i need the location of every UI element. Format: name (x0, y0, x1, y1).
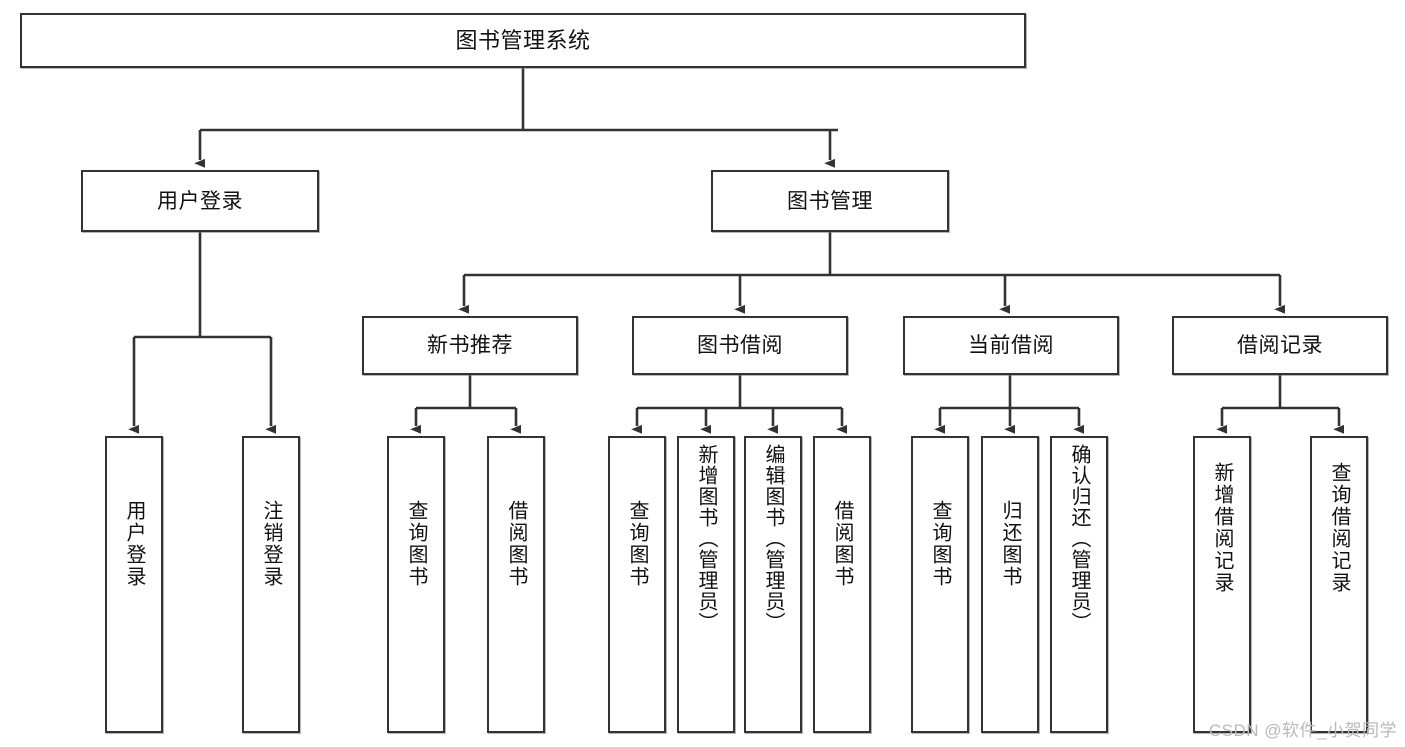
node-leaf-user-logout-label: 注销登录 (260, 500, 282, 588)
node-user-login[interactable]: 用户登录 (81, 170, 319, 232)
node-leaf-user-login-label: 用户登录 (123, 500, 145, 588)
node-leaf-add-book-label: 新增图书（管理员） (695, 444, 717, 633)
node-leaf-add-record[interactable]: 新增借阅记录 (1193, 436, 1251, 733)
node-leaf-borrow-book-label: 借阅图书 (831, 500, 853, 588)
node-borrow-record-label: 借阅记录 (1237, 334, 1323, 357)
node-leaf-add-book[interactable]: 新增图书（管理员） (677, 436, 735, 733)
node-leaf-query-record[interactable]: 查询借阅记录 (1310, 436, 1368, 733)
node-leaf-edit-book-label: 编辑图书（管理员） (762, 444, 784, 633)
node-leaf-query-book-cur-label: 查询图书 (929, 500, 951, 588)
csdn-watermark: CSDN @软件_小贺同学 (1208, 721, 1397, 740)
node-leaf-query-book-rec[interactable]: 查询图书 (387, 436, 445, 733)
node-current-borrow[interactable]: 当前借阅 (903, 316, 1119, 375)
node-leaf-add-record-label: 新增借阅记录 (1211, 462, 1233, 594)
node-leaf-return-book-label: 归还图书 (999, 500, 1021, 588)
node-leaf-query-book-cur[interactable]: 查询图书 (911, 436, 969, 733)
node-leaf-confirm-return-label: 确认归还（管理员） (1068, 444, 1090, 633)
node-leaf-edit-book[interactable]: 编辑图书（管理员） (744, 436, 802, 733)
node-leaf-user-logout[interactable]: 注销登录 (242, 436, 300, 733)
node-user-login-label: 用户登录 (157, 189, 243, 213)
node-book-borrow[interactable]: 图书借阅 (632, 316, 848, 375)
node-leaf-query-book-borrow[interactable]: 查询图书 (608, 436, 666, 733)
node-leaf-borrow-book-rec[interactable]: 借阅图书 (487, 436, 545, 733)
node-leaf-return-book[interactable]: 归还图书 (981, 436, 1039, 733)
node-root-label: 图书管理系统 (455, 27, 591, 53)
node-root[interactable]: 图书管理系统 (20, 13, 1026, 68)
node-new-book-recommend[interactable]: 新书推荐 (362, 316, 578, 375)
node-current-borrow-label: 当前借阅 (968, 334, 1054, 357)
node-leaf-borrow-book-rec-label: 借阅图书 (505, 500, 527, 588)
node-book-manage[interactable]: 图书管理 (711, 170, 949, 232)
node-leaf-query-book-borrow-label: 查询图书 (626, 500, 648, 588)
node-book-borrow-label: 图书借阅 (697, 334, 783, 357)
node-new-book-recommend-label: 新书推荐 (427, 334, 513, 357)
node-leaf-borrow-book[interactable]: 借阅图书 (813, 436, 871, 733)
node-book-manage-label: 图书管理 (787, 189, 873, 213)
node-borrow-record[interactable]: 借阅记录 (1172, 316, 1388, 375)
node-leaf-query-record-label: 查询借阅记录 (1328, 462, 1350, 594)
node-leaf-user-login[interactable]: 用户登录 (105, 436, 163, 733)
node-leaf-confirm-return[interactable]: 确认归还（管理员） (1050, 436, 1108, 733)
node-leaf-query-book-rec-label: 查询图书 (405, 500, 427, 588)
